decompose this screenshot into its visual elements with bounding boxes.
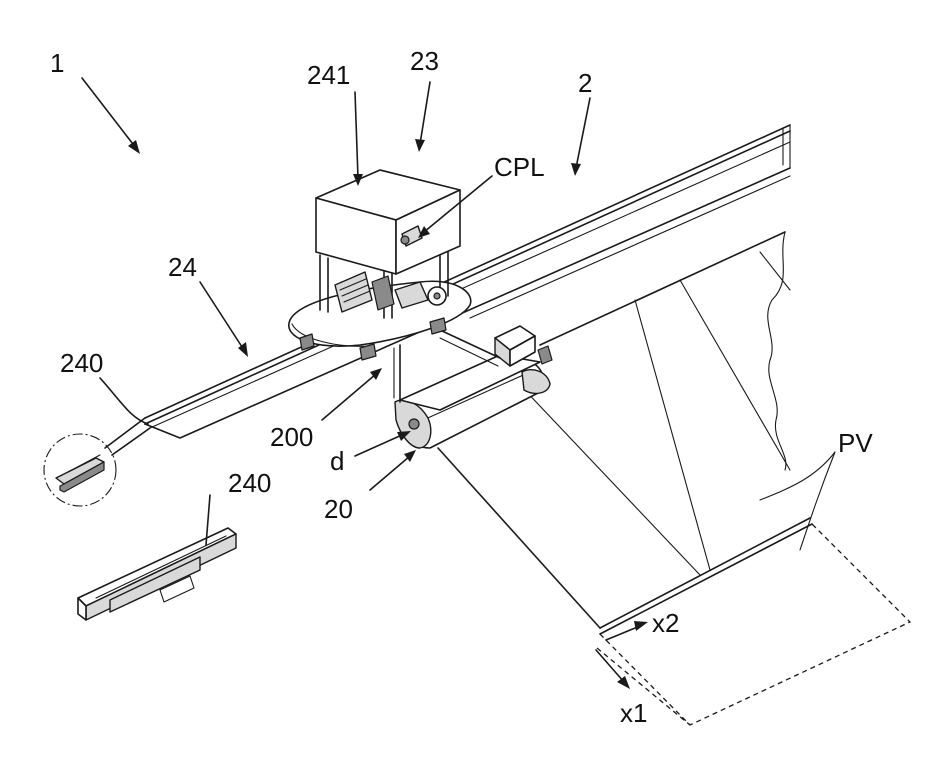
rail-profile-240 [78, 528, 236, 620]
label-240-bottom: 240 [228, 468, 271, 498]
leader-lines [82, 78, 648, 689]
label-d: d [330, 446, 344, 476]
label-pv: PV [838, 428, 873, 458]
rail-end-detail-circle [44, 434, 116, 506]
label-200: 200 [270, 422, 313, 452]
label-1: 1 [50, 48, 64, 78]
label-x1: x1 [620, 698, 647, 728]
label-2: 2 [578, 68, 592, 98]
label-24: 24 [168, 252, 197, 282]
label-20: 20 [324, 494, 353, 524]
label-240-top: 240 [60, 348, 103, 378]
label-x2: x2 [652, 608, 679, 638]
cleaning-head [395, 326, 552, 448]
label-cpl: CPL [494, 152, 545, 182]
label-23: 23 [410, 46, 439, 76]
label-241: 241 [307, 60, 350, 90]
photovoltaic-panel [438, 232, 910, 725]
